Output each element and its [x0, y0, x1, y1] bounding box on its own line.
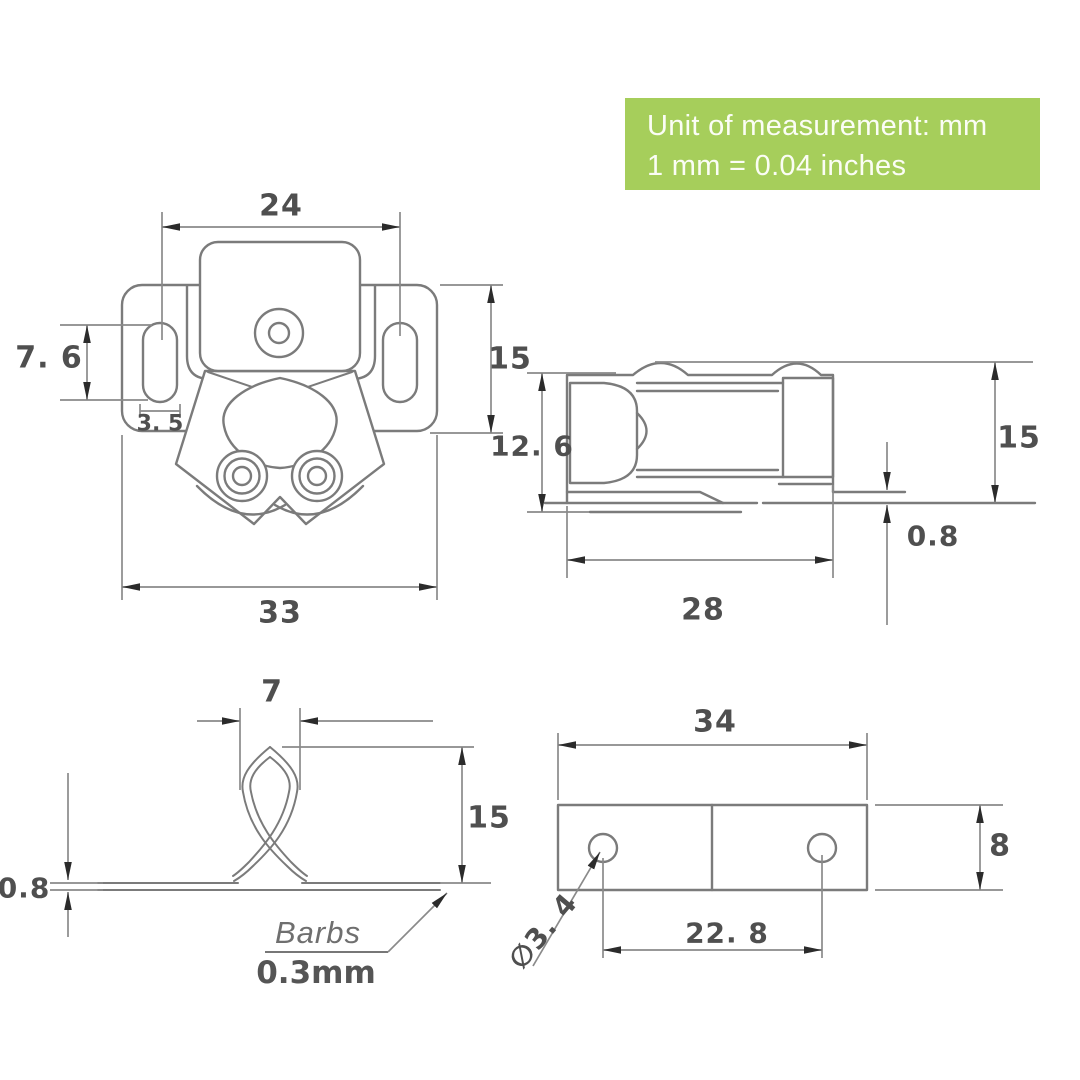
front-view-dimensions [60, 212, 621, 600]
barbs-label: Barbs [275, 915, 361, 950]
dim-label-front-slot-spacing: 24 [259, 188, 303, 224]
dim-label-body-height: 12. 6 [490, 429, 574, 463]
dim-label-side-height: 15 [997, 420, 1041, 456]
dim-label-side-thickness: 0.8 [906, 519, 960, 553]
dim-label-front-slot-width: 3. 5 [136, 411, 184, 437]
barb-view-dimensions [50, 708, 491, 953]
dim-label-side-depth: 28 [681, 592, 725, 628]
screw-hole-left [587, 832, 619, 864]
dim-label-barb-height: 15 [467, 800, 511, 836]
dim-label-plate-height: 8 [989, 828, 1011, 864]
roller-left [215, 449, 269, 503]
dim-label-plate-hole-spacing: 22. 8 [685, 916, 769, 950]
unit-banner: Unit of measurement: mm 1 mm = 0.04 inch… [625, 98, 1040, 190]
unit-banner-line2: 1 mm = 0.04 inches [647, 150, 907, 182]
side-view-dimensions [566, 361, 1033, 625]
side-view-geometry [543, 361, 1037, 514]
front-view-geometry [120, 240, 439, 526]
barb-view-geometry [97, 746, 441, 891]
roller-right [290, 449, 344, 503]
unit-banner-line1: Unit of measurement: mm [647, 110, 988, 142]
dim-label-front-plate-height: 15 [488, 341, 532, 377]
dim-label-barb-base-thickness: 0.8 [0, 871, 51, 905]
dim-label-front-total-width: 33 [258, 595, 302, 631]
dim-label-front-slot-height: 7. 6 [15, 340, 83, 376]
dim-label-plate-width: 34 [693, 704, 737, 740]
strike-plate-dimensions [532, 733, 1003, 967]
dim-label-barb-tip-width: 7 [261, 674, 283, 710]
strike-plate-geometry [556, 803, 869, 892]
mount-slot-left [141, 321, 179, 404]
barb-thickness-label: 0.3mm [256, 955, 376, 991]
